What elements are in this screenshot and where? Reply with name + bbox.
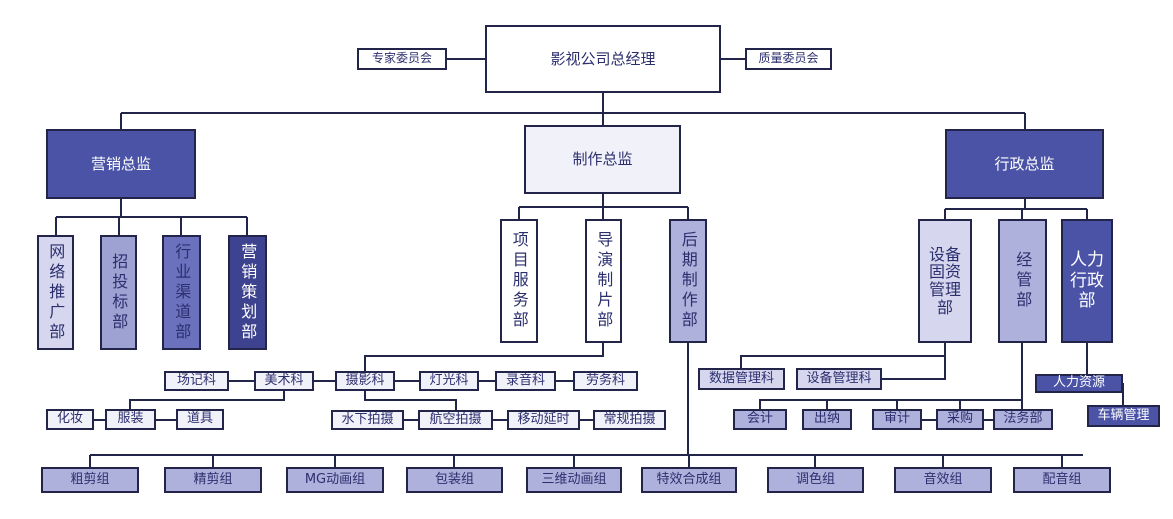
dept-hr-admin-label: 人力行政部	[1070, 250, 1104, 312]
dept-management: 经管部	[998, 219, 1047, 343]
group-aerial: 航空拍摄	[418, 410, 493, 430]
admin-director-box: 行政总监	[945, 129, 1104, 199]
group-timelapse: 移动延时	[507, 410, 580, 430]
section-sound: 录音科	[495, 371, 556, 391]
section-audit: 审计	[872, 409, 922, 430]
group-props: 道具	[176, 409, 224, 430]
label-line: 部	[936, 297, 953, 317]
dept-directing: 导演制片部	[585, 219, 622, 343]
dept-post-production: 后期制作部	[669, 219, 707, 343]
group-regular: 常规拍摄	[593, 410, 666, 430]
dept-marketing-planning: 营销策划部	[228, 235, 267, 350]
group-underwater: 水下拍摄	[331, 410, 404, 430]
section-data-management: 数据管理科	[698, 368, 785, 390]
quality-committee-box: 质量委员会	[745, 48, 832, 70]
group-sound-effects: 音效组	[894, 467, 992, 493]
ceo-box: 影视公司总经理	[485, 25, 721, 93]
section-vehicle-management: 车辆管理	[1087, 405, 1160, 427]
dept-equipment-assets: 设备 固资 管理 部	[918, 219, 972, 343]
group-color-grading: 调色组	[767, 467, 864, 493]
dept-hr-admin: 人力行政部	[1061, 219, 1113, 343]
group-fine-cut: 精剪组	[164, 467, 262, 493]
section-photography: 摄影科	[335, 371, 395, 391]
dept-online-promotion: 网络推广部	[37, 235, 74, 350]
section-labor: 劳务科	[573, 371, 638, 391]
production-director-box: 制作总监	[524, 125, 681, 194]
section-human-resources: 人力资源	[1035, 374, 1123, 393]
label-line: 设备	[928, 244, 961, 264]
section-cashier: 出纳	[802, 409, 852, 430]
dept-channels: 行业渠道部	[162, 235, 201, 350]
section-continuity: 场记科	[164, 371, 229, 391]
section-lighting: 灯光科	[419, 371, 479, 391]
group-rough-cut: 粗剪组	[41, 467, 139, 493]
label-line: 固资	[928, 262, 961, 282]
group-3d-animation: 三维动画组	[526, 467, 622, 493]
group-makeup: 化妆	[46, 409, 94, 430]
section-art: 美术科	[254, 371, 314, 391]
dept-project-service: 项目服务部	[500, 219, 538, 343]
label-line: 管理	[928, 280, 961, 299]
group-costume: 服装	[105, 409, 156, 430]
marketing-director-box: 营销总监	[46, 129, 196, 199]
expert-committee-box: 专家委员会	[357, 48, 447, 70]
section-accounting: 会计	[733, 409, 787, 430]
section-equipment-management: 设备管理科	[796, 368, 882, 390]
group-mg-animation: MG动画组	[286, 467, 384, 493]
dept-bidding: 招投标部	[100, 235, 137, 350]
group-packaging: 包装组	[406, 467, 503, 493]
group-vfx-compositing: 特效合成组	[641, 467, 737, 493]
section-legal: 法务部	[993, 409, 1053, 430]
group-dubbing: 配音组	[1013, 467, 1111, 493]
section-purchasing: 采购	[936, 409, 984, 430]
